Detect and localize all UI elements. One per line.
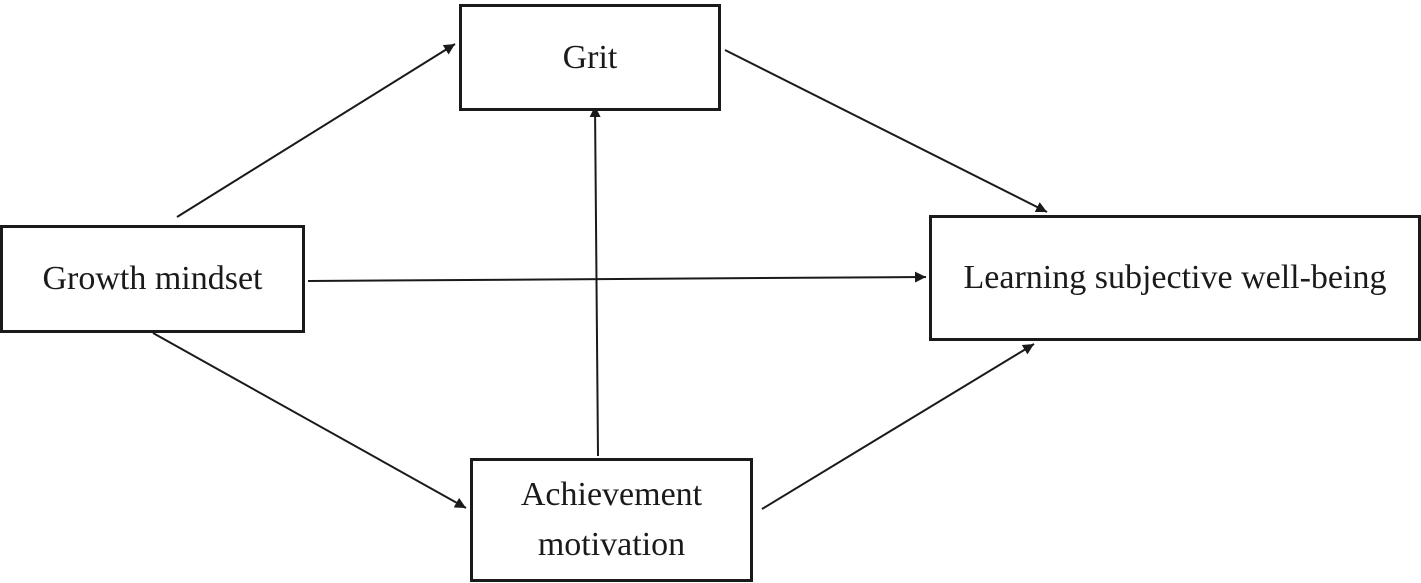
arrow-growth-mindset-to-achievement-motivation [152,332,467,509]
arrow-growth-mindset-to-learning-subjective-well-being [307,271,927,283]
node-label-achievement-motivation: Achievement motivation [520,476,703,563]
node-label-growth-mindset: Growth mindset [42,260,263,297]
node-growth-mindset: Growth mindset [0,225,305,333]
node-label-grit: Grit [562,38,618,76]
node-grit: Grit [459,4,721,111]
arrow-achievement-motivation-to-grit [589,105,601,457]
node-label-learning-subjective-well-being: Learning subjective well-being [963,259,1387,296]
arrow-achievement-motivation-to-learning-subjective-well-being [761,343,1035,510]
node-learning-subjective-well-being: Learning subjective well-being [929,215,1421,341]
arrow-grit-to-learning-subjective-well-being [724,49,1048,213]
arrow-growth-mindset-to-grit [176,43,456,218]
node-achievement-motivation: Achievement motivation [470,458,753,582]
